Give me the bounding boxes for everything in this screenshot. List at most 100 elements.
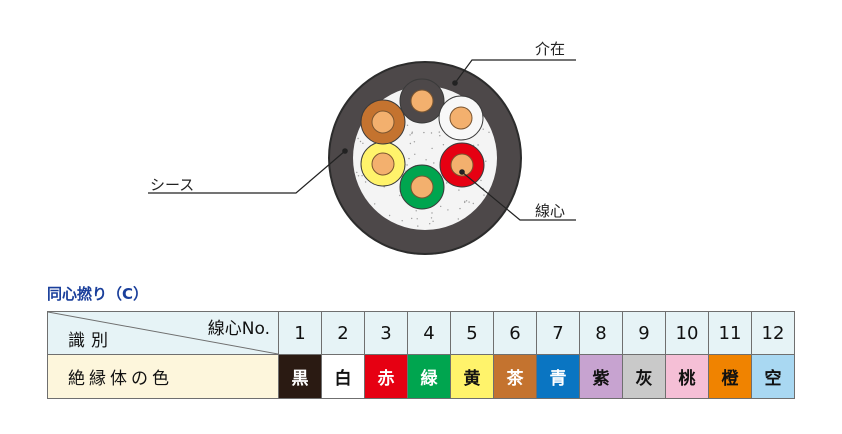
filler-speck xyxy=(417,225,419,227)
filler-speck xyxy=(364,181,367,183)
filler-speck xyxy=(488,131,490,133)
core-number-cell: 10 xyxy=(665,311,709,355)
filler-speck xyxy=(447,209,449,211)
filler-speck xyxy=(438,131,440,133)
insulation-color-cell: 橙 xyxy=(708,354,752,399)
core-number-cell: 8 xyxy=(579,311,623,355)
sheath-leader-line xyxy=(148,150,346,194)
filler-leader-dot xyxy=(452,80,458,86)
core-conductor xyxy=(371,110,395,134)
corner-diagonal xyxy=(48,312,278,354)
core-conductor xyxy=(371,152,395,176)
cable-cross-section-diagram xyxy=(148,59,576,255)
insulation-color-cell: 黄 xyxy=(450,354,494,399)
filler-speck xyxy=(388,214,391,217)
filler-speck xyxy=(440,205,442,208)
core-number-cell: 9 xyxy=(622,311,666,355)
sheath-callout: シース xyxy=(150,176,195,194)
filler-speck xyxy=(472,202,474,205)
filler-speck xyxy=(357,137,359,140)
filler-speck xyxy=(409,134,411,136)
insulation-color-cell: 空 xyxy=(751,354,795,399)
insulation-color-cell: 白 xyxy=(321,354,365,399)
filler-speck xyxy=(465,200,468,202)
core-leader-line xyxy=(461,171,576,221)
insulation-color-row: 絶縁体の色 黒白赤緑黄茶青紫灰桃橙空 xyxy=(47,354,795,399)
filler-speck xyxy=(409,142,412,145)
filler-speck xyxy=(458,189,460,191)
filler-leader-line xyxy=(454,59,482,84)
core-conductor xyxy=(410,175,434,199)
filler-speck xyxy=(411,131,413,133)
core-number-cell: 12 xyxy=(751,311,795,355)
core-leader-dot xyxy=(459,169,465,175)
core-2 xyxy=(439,142,485,188)
table-corner-header: 線心No. 識別 xyxy=(47,311,279,355)
filler-speck xyxy=(406,124,409,127)
filler-speck xyxy=(439,135,441,137)
core-number-cell: 3 xyxy=(364,311,408,355)
insulation-color-cell: 青 xyxy=(536,354,580,399)
filler-speck xyxy=(433,162,435,164)
insulation-color-cell: 黒 xyxy=(278,354,322,399)
core-1 xyxy=(438,95,484,141)
filler-speck xyxy=(411,132,413,135)
core-number-cell: 5 xyxy=(450,311,494,355)
filler-speck xyxy=(356,171,358,174)
filler-speck xyxy=(446,182,448,184)
filler-speck xyxy=(415,210,417,212)
filler-speck xyxy=(459,207,461,210)
filler-speck xyxy=(430,217,433,219)
filler-speck xyxy=(362,142,364,144)
filler-speck xyxy=(431,147,433,150)
core-3 xyxy=(399,164,445,210)
core-number-header: 線心No. xyxy=(207,319,270,339)
filler-speck xyxy=(361,175,363,177)
filler-speck xyxy=(480,179,482,182)
filler-speck xyxy=(432,220,434,222)
filler-speck xyxy=(423,131,425,134)
filler-speck xyxy=(406,164,408,166)
filler-speck xyxy=(399,194,401,197)
filler-speck xyxy=(357,175,360,177)
filler-speck xyxy=(359,140,362,143)
core-conductor xyxy=(449,106,473,130)
filler-speck xyxy=(442,144,445,146)
sheath-leader-dot xyxy=(342,148,348,154)
filler-speck xyxy=(413,141,416,143)
core-number-cell: 2 xyxy=(321,311,365,355)
insulation-color-cell: 桃 xyxy=(665,354,709,399)
filler-speck xyxy=(425,159,427,161)
identification-header: 識別 xyxy=(68,331,114,351)
core-number-cell: 11 xyxy=(708,311,752,355)
core-number-cell: 6 xyxy=(493,311,537,355)
insulation-color-cell: 灰 xyxy=(622,354,666,399)
insulation-color-cell: 緑 xyxy=(407,354,451,399)
core-0 xyxy=(399,78,445,124)
filler-speck xyxy=(430,132,433,134)
conductor-cores xyxy=(360,78,485,210)
filler-speck xyxy=(401,220,403,222)
filler-speck xyxy=(383,186,385,188)
filler-speck xyxy=(374,203,376,205)
section-title: 同心撚り（C） xyxy=(47,285,149,303)
insulation-color-label: 絶縁体の色 xyxy=(47,354,279,399)
core-conductor xyxy=(410,89,434,113)
filler-speck xyxy=(485,160,487,162)
filler-speck xyxy=(483,194,485,196)
filler-speck xyxy=(477,144,479,146)
filler-callout: 介在 xyxy=(535,40,566,58)
filler-speck xyxy=(408,157,410,160)
conductor-core-callout: 線心 xyxy=(535,202,566,220)
core-number-cell: 1 xyxy=(278,311,322,355)
filler-speck xyxy=(464,200,466,203)
insulation-color-cell: 茶 xyxy=(493,354,537,399)
core-number-cell: 7 xyxy=(536,311,580,355)
core-4 xyxy=(360,141,406,187)
insulation-color-cell: 赤 xyxy=(364,354,408,399)
filler-speck xyxy=(457,218,459,220)
filler-speck xyxy=(429,223,431,225)
insulation-color-cell: 紫 xyxy=(579,354,623,399)
